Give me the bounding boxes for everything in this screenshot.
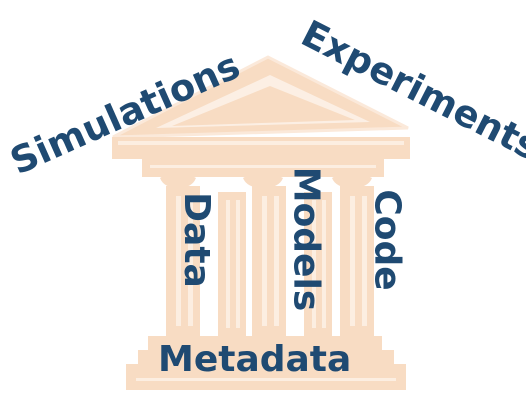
label-metadata: Metadata — [158, 339, 352, 380]
temple-columns — [166, 186, 374, 337]
temple-pediment — [112, 55, 409, 139]
label-data: Data — [175, 192, 217, 288]
label-models: Models — [285, 166, 327, 312]
temple-entablature — [112, 137, 410, 159]
label-code: Code — [366, 189, 408, 291]
temple-base — [126, 336, 406, 390]
temple-capitals — [160, 172, 372, 188]
